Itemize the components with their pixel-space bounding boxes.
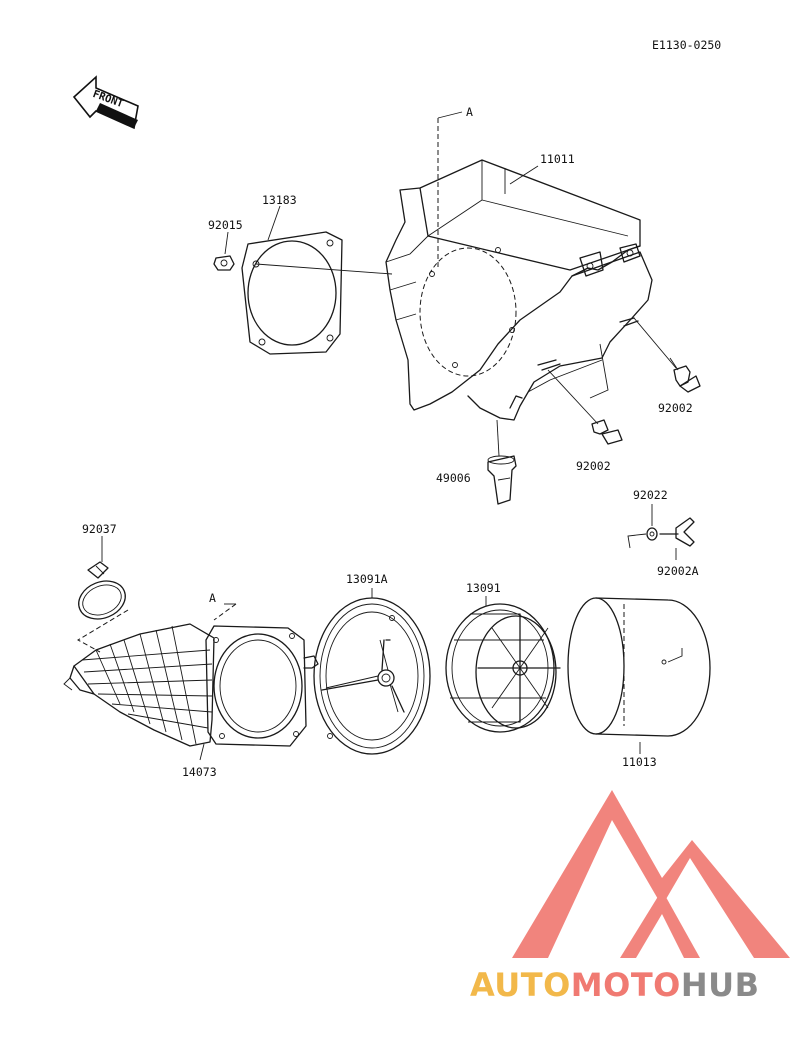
bolt-part-right bbox=[669, 357, 701, 393]
leader-11011 bbox=[509, 165, 539, 185]
section-marker-top-label: A bbox=[466, 105, 473, 119]
watermark-text-moto: MOTO bbox=[571, 966, 681, 1004]
drain-plug-part bbox=[487, 455, 517, 505]
section-marker-bottom: A bbox=[209, 591, 237, 621]
watermark-text-auto: AUTO bbox=[470, 966, 571, 1004]
intake-duct-part bbox=[63, 623, 319, 747]
leader-gasket-to-box bbox=[255, 263, 393, 275]
washer-part-92022 bbox=[646, 527, 658, 541]
part-label-92002A: 92002A bbox=[657, 564, 699, 578]
part-label-14073: 14073 bbox=[182, 765, 217, 779]
part-label-92037: 92037 bbox=[82, 522, 117, 536]
section-marker-bottom-label: A bbox=[209, 591, 216, 605]
part-label-11013: 11013 bbox=[622, 755, 657, 769]
leader-washer-axis bbox=[627, 533, 647, 549]
part-label-92022: 92022 bbox=[633, 488, 668, 502]
part-label-13183: 13183 bbox=[262, 193, 297, 207]
section-marker-top: A bbox=[437, 105, 473, 268]
leader-14073 bbox=[199, 743, 205, 761]
watermark-text-hub: HUB bbox=[681, 966, 760, 1004]
clamp-part bbox=[78, 561, 126, 620]
watermark-logo bbox=[512, 790, 790, 958]
leader-92015 bbox=[224, 231, 229, 255]
part-label-13091A: 13091A bbox=[346, 572, 388, 586]
part-label-92002-center: 92002 bbox=[576, 459, 611, 473]
leader-92002-right bbox=[633, 317, 677, 369]
leader-clamp-to-boot bbox=[76, 609, 129, 653]
filter-frame-part bbox=[445, 603, 561, 733]
front-arrow-icon: FRONT bbox=[72, 75, 139, 130]
watermark-text: AUTOMOTOHUB bbox=[470, 966, 760, 1004]
leader-49006 bbox=[496, 419, 500, 457]
leader-13183 bbox=[267, 205, 281, 241]
wing-bolt-part bbox=[659, 517, 695, 547]
part-label-11011: 11011 bbox=[540, 152, 575, 166]
gasket-part bbox=[241, 231, 343, 355]
filter-element-part bbox=[567, 597, 711, 737]
diagram-code: E1130-0250 bbox=[652, 38, 721, 52]
air-cleaner-housing bbox=[385, 159, 653, 421]
part-label-92002-right: 92002 bbox=[658, 401, 693, 415]
part-label-92015: 92015 bbox=[208, 218, 243, 232]
part-label-49006: 49006 bbox=[436, 471, 471, 485]
leader-92002-center bbox=[547, 369, 599, 425]
filter-base-part bbox=[313, 597, 431, 755]
bolt-part-center bbox=[591, 419, 623, 445]
part-label-13091: 13091 bbox=[466, 581, 501, 595]
nut-part-92015 bbox=[213, 255, 235, 271]
